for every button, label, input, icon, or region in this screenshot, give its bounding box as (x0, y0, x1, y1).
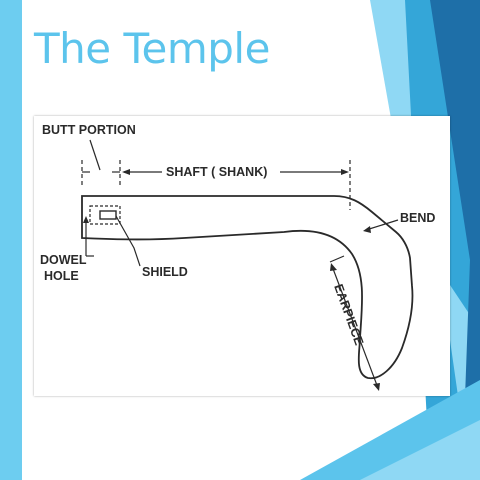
temple-diagram: BUTT PORTION SHAFT ( SHANK) BEND DOWEL H… (34, 116, 450, 396)
bend-leader (365, 219, 399, 231)
butt-dim-leader (89, 139, 101, 171)
label-bend: BEND (400, 211, 435, 225)
bend-arrow (363, 226, 371, 233)
shaft-arrow-left (122, 169, 130, 175)
label-dowel: DOWEL (40, 253, 87, 267)
label-hole: HOLE (44, 269, 79, 283)
earpiece-arrow-bottom (373, 383, 380, 391)
label-shield: SHIELD (142, 265, 188, 279)
bottom-accent-light-shape (360, 420, 480, 480)
earpiece-dim-tick-top (329, 255, 345, 263)
right-accent-dark-shape (430, 0, 480, 480)
earpiece-arrow-top (330, 263, 337, 271)
shaft-arrow-right (341, 169, 349, 175)
left-accent-stripe (0, 0, 22, 480)
temple-drawing: BUTT PORTION SHAFT ( SHANK) BEND DOWEL H… (40, 123, 435, 391)
earpiece-dim-line (331, 265, 379, 389)
temple-outline (81, 195, 414, 380)
label-butt-portion: BUTT PORTION (42, 123, 136, 137)
label-shaft: SHAFT ( SHANK) (166, 165, 267, 179)
dowel-hole-outline (89, 205, 121, 225)
shield-leader (115, 215, 141, 267)
dowel-arrow (83, 216, 89, 223)
shield-shape (99, 210, 117, 220)
slide-title: The Temple (34, 24, 270, 73)
